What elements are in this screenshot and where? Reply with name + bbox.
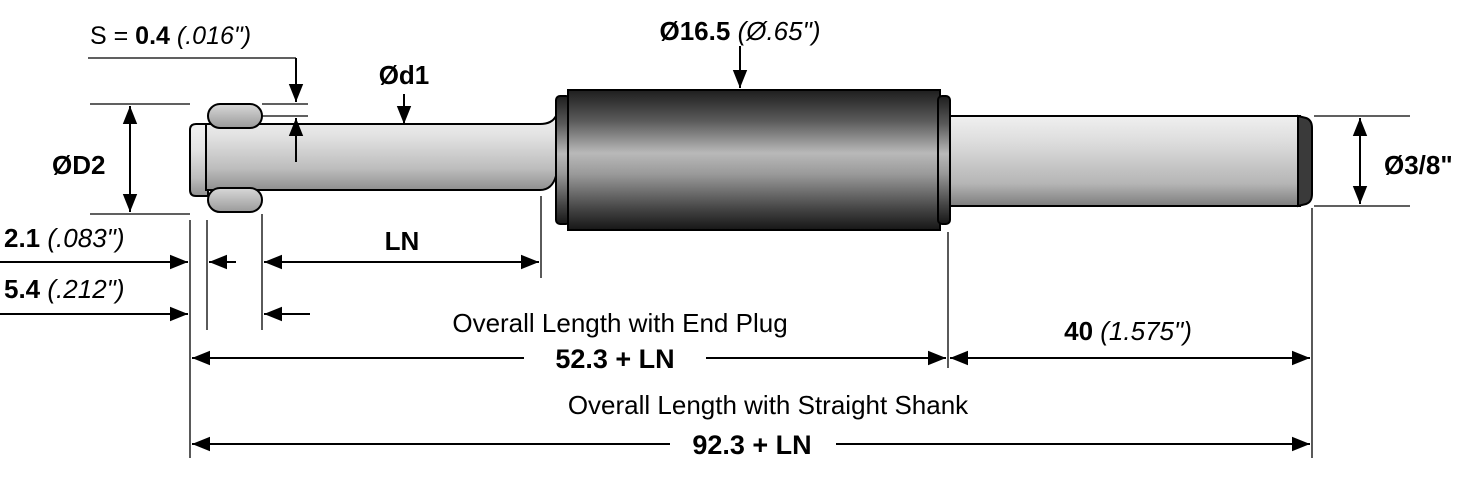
piston-rod-end <box>189 123 209 197</box>
ln-label: LN <box>385 226 420 256</box>
gas-spring-part <box>189 89 1313 231</box>
shank-diameter-label: Ø3/8" <box>1384 150 1453 180</box>
piston-diameter-label: ØD2 <box>52 150 105 180</box>
straight-shank <box>949 115 1301 207</box>
shank-tip <box>1297 114 1313 208</box>
rod-diameter-label: Ød1 <box>379 60 430 90</box>
rod-diameter-callout: Ød1 <box>379 60 430 124</box>
overall-straight-shank-dimension: Overall Length with Straight Shank 92.3 … <box>192 390 1310 460</box>
cylinder-body <box>567 89 941 231</box>
seal-cap-bottom <box>207 187 263 213</box>
overall-straight-shank-value: 92.3 + LN <box>692 430 811 460</box>
overall-end-plug-title: Overall Length with End Plug <box>452 308 787 338</box>
shank-length-dimension: 40 (1.575") <box>950 316 1310 366</box>
overall-straight-shank-title: Overall Length with Straight Shank <box>568 390 969 420</box>
extension-lines <box>189 196 1313 458</box>
ln-dimension: LN <box>264 226 539 270</box>
shank-length-label: 40 (1.575") <box>1064 316 1192 346</box>
cylinder-collar-right <box>937 95 951 225</box>
gap-small-label: 2.1 (.083") <box>4 223 125 253</box>
piston-diameter-dimension: ØD2 <box>52 103 190 215</box>
body-diameter-callout: Ø16.5 (Ø.65") <box>660 16 821 88</box>
overall-end-plug-value: 52.3 + LN <box>555 344 674 374</box>
gap-dimensions: 2.1 (.083") 5.4 (.212") <box>0 223 310 322</box>
shank-diameter-dimension: Ø3/8" <box>1314 115 1453 207</box>
stroke-label: S = 0.4 (.016") <box>90 22 251 50</box>
gap-large-label: 5.4 (.212") <box>4 274 125 304</box>
overall-end-plug-dimension: Overall Length with End Plug 52.3 + LN <box>192 308 946 374</box>
seal-cap-top <box>207 103 263 129</box>
stroke-dimension: S = 0.4 (.016") <box>88 22 308 162</box>
body-diameter-label: Ø16.5 (Ø.65") <box>660 16 821 46</box>
